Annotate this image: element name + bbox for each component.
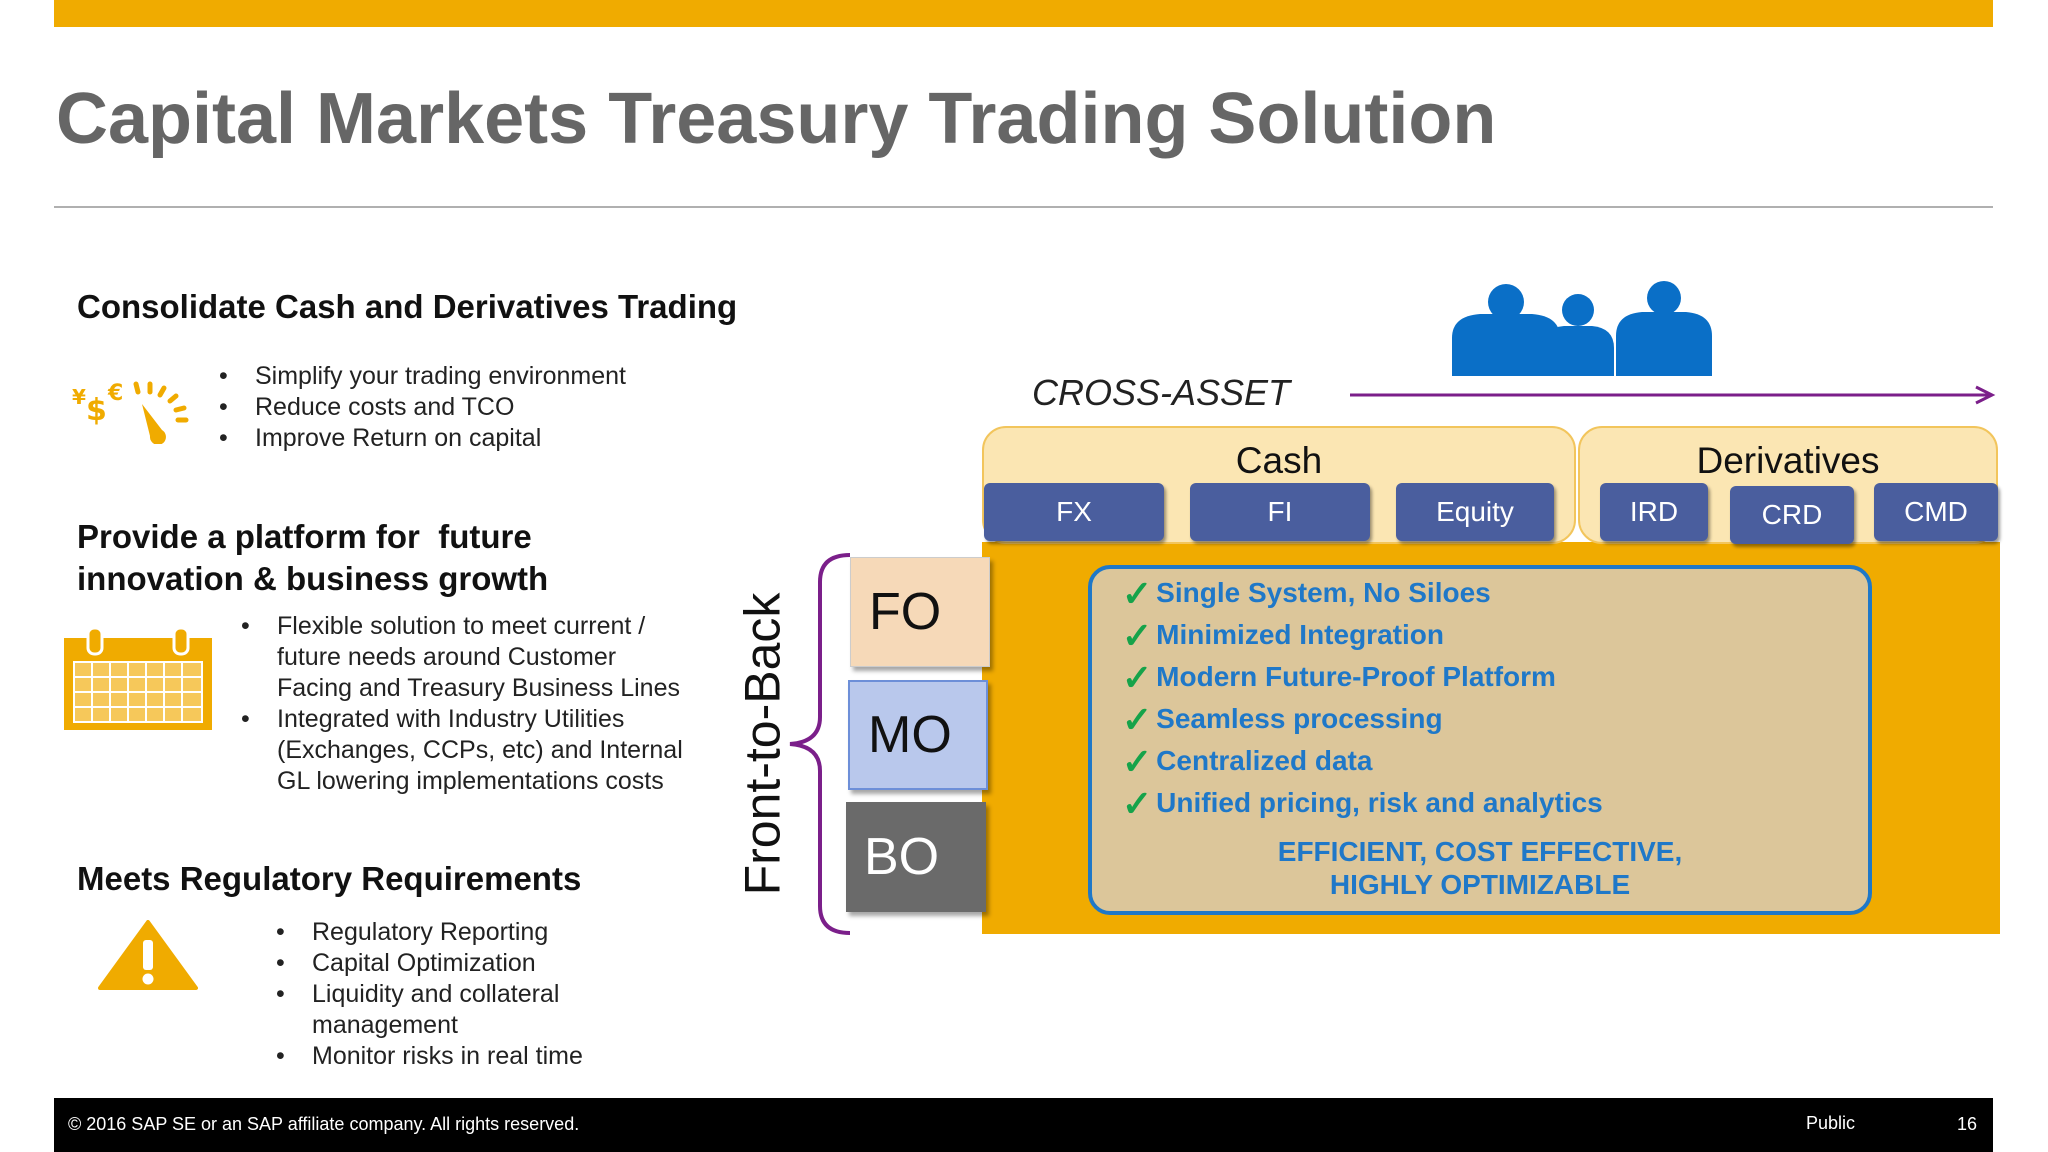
section-heading-platform: Provide a platform for future innovation… (77, 516, 548, 600)
list-item: Liquidity and collateral management (276, 979, 583, 1041)
warning-icon (98, 920, 198, 990)
benefit-text: Seamless processing (1156, 703, 1443, 734)
check-icon: ✓ (1122, 657, 1153, 698)
calendar-icon (62, 626, 214, 732)
list-item-line: Facing and Treasury Business Lines (277, 674, 680, 702)
list-item: Reduce costs and TCO (219, 392, 626, 423)
list-item-line: future needs around Customer (277, 643, 617, 671)
slide-title: Capital Markets Treasury Trading Solutio… (56, 79, 1497, 159)
list-item-line: Liquidity and collateral (312, 980, 560, 1008)
svg-text:$: $ (86, 393, 107, 428)
benefit-text: Minimized Integration (1156, 619, 1444, 650)
asset-fi: FI (1190, 483, 1370, 541)
asset-crd: CRD (1730, 486, 1854, 544)
check-icon: ✓ (1122, 699, 1153, 740)
stage-back-office: BO (846, 802, 986, 912)
list-item: Flexible solution to meet current / futu… (241, 611, 683, 704)
stage-front-office: FO (850, 557, 990, 667)
title-divider (54, 206, 1993, 208)
section-heading-regulatory: Meets Regulatory Requirements (77, 860, 582, 897)
summary-line: EFFICIENT, COST EFFECTIVE, (1277, 836, 1683, 867)
benefit-item: ✓ Centralized data (1122, 741, 1373, 782)
bullet-list-platform: Flexible solution to meet current / futu… (241, 611, 683, 797)
heading-line: Provide a platform for future (77, 518, 532, 555)
svg-text:¥: ¥ (72, 385, 86, 409)
list-item: Monitor risks in real time (276, 1041, 583, 1072)
list-item-line: management (312, 1011, 458, 1039)
check-icon: ✓ (1122, 741, 1153, 782)
list-item-line: Flexible solution to meet current / (277, 612, 646, 640)
list-item: Regulatory Reporting (276, 917, 583, 948)
list-item-line: Monitor risks in real time (312, 1042, 583, 1070)
list-item-line: (Exchanges, CCPs, etc) and Internal (277, 736, 683, 764)
list-item: Improve Return on capital (219, 423, 626, 454)
benefit-text: Modern Future-Proof Platform (1156, 661, 1556, 692)
check-icon: ✓ (1122, 573, 1153, 614)
benefit-text: Single System, No Siloes (1156, 577, 1491, 608)
copyright-text: © 2016 SAP SE or an SAP affiliate compan… (68, 1114, 580, 1134)
derivatives-group-label: Derivatives (1696, 440, 1880, 481)
benefit-item: ✓ Single System, No Siloes (1122, 573, 1491, 614)
list-item-line: Regulatory Reporting (312, 918, 549, 946)
list-item-line: Capital Optimization (312, 949, 536, 977)
people-group-icon (1436, 280, 1712, 380)
cash-group-label: Cash (1235, 440, 1323, 481)
front-to-back-brace (780, 552, 852, 936)
asset-equity: Equity (1396, 483, 1554, 541)
list-item: Capital Optimization (276, 948, 583, 979)
benefit-item: ✓ Unified pricing, risk and analytics (1122, 783, 1603, 824)
asset-fx: FX (984, 483, 1164, 541)
cross-asset-arrow (1350, 385, 2000, 405)
svg-text:€: € (107, 381, 123, 406)
list-item-line: GL lowering implementations costs (277, 767, 664, 795)
classification-label: Public (1806, 1113, 1856, 1133)
benefit-item: ✓ Modern Future-Proof Platform (1122, 657, 1556, 698)
heading-line: innovation & business growth (77, 560, 549, 597)
benefit-item: ✓ Seamless processing (1122, 699, 1443, 740)
asset-ird: IRD (1600, 483, 1708, 541)
bullet-list-regulatory: Regulatory Reporting Capital Optimizatio… (276, 917, 583, 1072)
asset-cmd: CMD (1874, 483, 1998, 541)
list-item: Simplify your trading environment (219, 361, 626, 392)
list-item-line: Integrated with Industry Utilities (277, 705, 625, 733)
benefit-text: Centralized data (1156, 745, 1373, 776)
summary-line: HIGHLY OPTIMIZABLE (1329, 869, 1631, 900)
benefit-item: ✓ Minimized Integration (1122, 615, 1444, 656)
bullet-list-consolidate: Simplify your trading environment Reduce… (219, 361, 626, 454)
top-accent-bar (54, 0, 1993, 27)
cross-asset-label: CROSS-ASSET (1032, 372, 1291, 413)
list-item: Integrated with Industry Utilities (Exch… (241, 704, 683, 797)
currency-gauge-icon: ¥ $ € (70, 374, 200, 445)
check-icon: ✓ (1122, 783, 1153, 824)
check-icon: ✓ (1122, 615, 1153, 656)
benefits-panel: ✓ Single System, No Siloes ✓ Minimized I… (1088, 565, 1872, 915)
footer-bar (54, 1098, 1993, 1152)
page-number: 16 (1957, 1114, 1978, 1134)
section-heading-consolidate: Consolidate Cash and Derivatives Trading (77, 288, 738, 325)
stage-middle-office: MO (848, 680, 988, 790)
benefit-text: Unified pricing, risk and analytics (1156, 787, 1603, 818)
